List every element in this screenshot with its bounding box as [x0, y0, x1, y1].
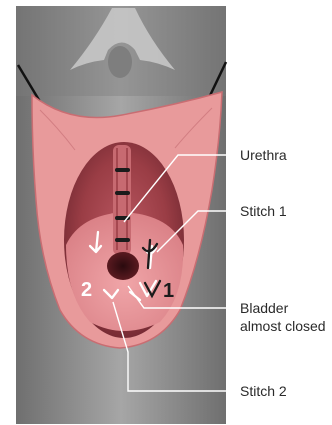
label-bladder-almost-closed: Bladder almost closed [240, 299, 326, 335]
handwritten-number-2: 2 [81, 279, 92, 301]
label-stitch-2: Stitch 2 [240, 382, 287, 400]
handwritten-number-1: 1 [163, 280, 174, 302]
label-stitch-1: Stitch 1 [240, 202, 287, 220]
label-bladder-line1: Bladder [240, 299, 326, 317]
label-bladder-line2: almost closed [240, 317, 326, 335]
label-urethra: Urethra [240, 146, 287, 164]
pubic-foramen [108, 46, 132, 78]
bladder-opening [107, 252, 139, 280]
